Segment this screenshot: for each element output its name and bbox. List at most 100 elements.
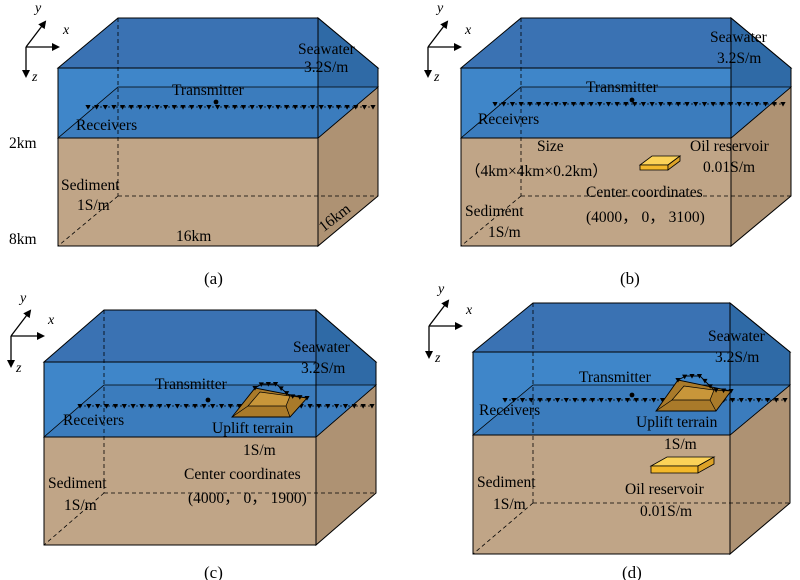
reservoir-conductivity: 0.01S/m — [703, 159, 755, 176]
reservoir-label: Oil reservoir — [625, 481, 705, 498]
receiver-marker — [682, 374, 688, 380]
axes-icon-a: y x z — [22, 1, 70, 85]
receiver-marker — [112, 404, 118, 409]
receiver-marker — [240, 105, 247, 110]
uplift-terrain — [655, 374, 734, 412]
receiver-marker — [518, 102, 524, 107]
oil-reservoir-block — [649, 456, 716, 474]
receiver-marker — [675, 378, 681, 383]
receiver-marker — [189, 105, 195, 110]
sediment-conductivity: 1S/m — [77, 197, 110, 214]
receiver-marker — [632, 102, 638, 107]
receiver-marker — [283, 391, 290, 396]
receiver-marker — [707, 384, 713, 389]
receiver-marker — [579, 102, 585, 107]
receiver-marker — [344, 105, 350, 110]
receiver-marker — [316, 404, 322, 409]
panel-b: y x z Seawater 3.2S/m Transmitter Receiv… — [424, 1, 793, 288]
sediment-front-face — [472, 434, 731, 555]
uplift-label: Uplift terrain — [636, 414, 718, 431]
sediment-front-face — [460, 137, 732, 247]
receiver-marker — [633, 398, 639, 403]
sediment-front-face — [43, 436, 317, 546]
axis-x-label: x — [47, 313, 55, 328]
hidden-edge-diagonal — [43, 492, 105, 546]
seawater-label: Seawater — [710, 29, 768, 46]
receiver-marker — [180, 105, 186, 110]
sediment-label: Sediment — [48, 475, 107, 492]
receiver-marker — [675, 102, 681, 107]
receiver-marker — [570, 102, 577, 107]
receiver-marker — [119, 105, 126, 110]
receiver-marker — [369, 404, 375, 409]
receiver-marker — [192, 404, 198, 409]
receivers-label: Receivers — [63, 412, 124, 429]
axis-x-label: x — [62, 23, 70, 38]
seawater-front-outline — [43, 361, 317, 438]
receiver-marker — [171, 105, 177, 110]
receiver-marker — [527, 102, 533, 107]
receiver-marker — [536, 102, 542, 107]
axis-y-label: y — [18, 291, 27, 306]
receiver-marker — [720, 388, 727, 394]
uplift-label: Uplift terrain — [212, 420, 294, 437]
receiver-marker — [137, 105, 143, 110]
transmitter-marker — [213, 99, 219, 105]
seawater-front-outline — [57, 67, 319, 139]
receiver-marker — [307, 404, 313, 409]
seawater-conductivity: 3.2S/m — [304, 59, 348, 76]
sediment-label: Sediment — [465, 203, 524, 220]
receiver-marker — [301, 105, 307, 110]
receiver-marker — [623, 102, 629, 107]
reservoir-label: Oil reservoir — [690, 138, 770, 155]
receiver-marker — [201, 404, 207, 409]
hidden-edge-diagonal — [57, 195, 119, 247]
depth-top-label: 2km — [9, 135, 37, 152]
center-label: Center coordinates — [184, 466, 301, 483]
receiver-marker — [128, 105, 134, 110]
seawater-front-outline — [472, 351, 731, 436]
caption-b: (b) — [620, 269, 640, 288]
transmitter-label: Transmitter — [586, 79, 659, 96]
receiver-marker — [304, 396, 310, 401]
seawater-label: Seawater — [298, 41, 356, 58]
receiver-marker — [232, 105, 238, 110]
axis-z-label: z — [15, 361, 22, 376]
axis-x-label: x — [464, 23, 472, 38]
receiver-marker — [624, 398, 631, 403]
axes-icon-b: y x z — [424, 1, 472, 85]
transmitter-marker — [205, 397, 211, 403]
transmitter-label: Transmitter — [155, 376, 228, 393]
receiver-marker — [252, 386, 258, 391]
receiver-marker — [780, 102, 786, 107]
panel-d: y x z Seawater 3.2S/ — [425, 282, 792, 580]
reservoir-conductivity: 0.01S/m — [640, 503, 692, 520]
receiver-marker — [728, 102, 734, 107]
receivers-label: Receivers — [478, 111, 539, 128]
receiver-marker — [762, 102, 769, 107]
hidden-edge-diagonal — [460, 195, 522, 247]
receiver-marker — [236, 404, 242, 409]
receiver-marker — [764, 398, 771, 403]
axes-icon-c: y x z — [7, 291, 55, 376]
center-value: (4000， 0， 1900) — [188, 490, 307, 507]
receiver-marker — [148, 404, 154, 409]
center-value: (4000， 0， 3100) — [586, 209, 705, 226]
axis-y-label: y — [33, 1, 42, 16]
sediment-conductivity: 1S/m — [64, 497, 97, 514]
caption-d: (d) — [622, 563, 642, 580]
size-value: （4km×4km×0.2km） — [465, 163, 608, 180]
seawater-conductivity: 3.2S/m — [715, 349, 759, 366]
depth-bottom-label: 8km — [9, 231, 37, 248]
receiver-marker — [351, 404, 357, 409]
center-label: Center coordinates — [586, 184, 703, 201]
receiver-marker — [290, 394, 296, 399]
panel-c: y x z Seawater 3.2S/m Transmitter Receiv… — [7, 291, 378, 580]
uplift-terrain — [231, 382, 310, 418]
receiver-marker — [689, 374, 695, 379]
receiver-marker — [589, 398, 596, 403]
seawater-conductivity: 3.2S/m — [301, 360, 345, 377]
receiver-marker — [272, 382, 279, 387]
receiver-marker — [292, 105, 298, 110]
receiver-marker — [546, 398, 552, 403]
